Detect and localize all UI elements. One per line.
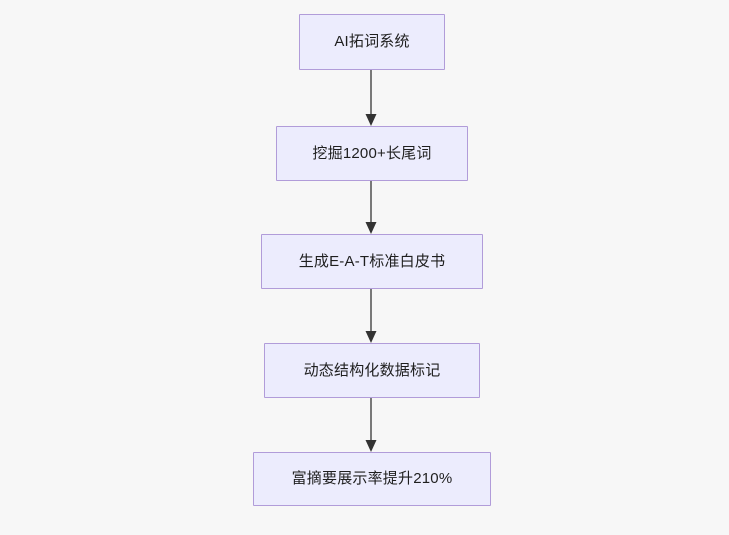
- edge-n1-n2: [365, 70, 377, 126]
- edge-n3-n4: [365, 289, 377, 343]
- edge-n4-n5: [365, 398, 377, 452]
- flow-node-label: 动态结构化数据标记: [303, 361, 441, 379]
- flow-node-label: AI拓词系统: [334, 33, 410, 51]
- flow-node-label: 生成E-A-T标准白皮书: [298, 252, 446, 270]
- edge-n2-n3: [365, 181, 377, 234]
- flow-node-generate-eat-whitepaper[interactable]: 生成E-A-T标准白皮书: [261, 234, 483, 289]
- flow-node-label: 挖掘1200+长尾词: [312, 144, 432, 162]
- flow-node-rich-snippet-impression-uplift[interactable]: 富摘要展示率提升210%: [253, 452, 491, 506]
- flow-node-mine-longtail-keywords[interactable]: 挖掘1200+长尾词: [276, 126, 468, 181]
- flow-node-ai-keyword-system[interactable]: AI拓词系统: [299, 14, 445, 70]
- flow-node-dynamic-structured-data-markup[interactable]: 动态结构化数据标记: [264, 343, 480, 398]
- flow-node-label: 富摘要展示率提升210%: [291, 470, 453, 488]
